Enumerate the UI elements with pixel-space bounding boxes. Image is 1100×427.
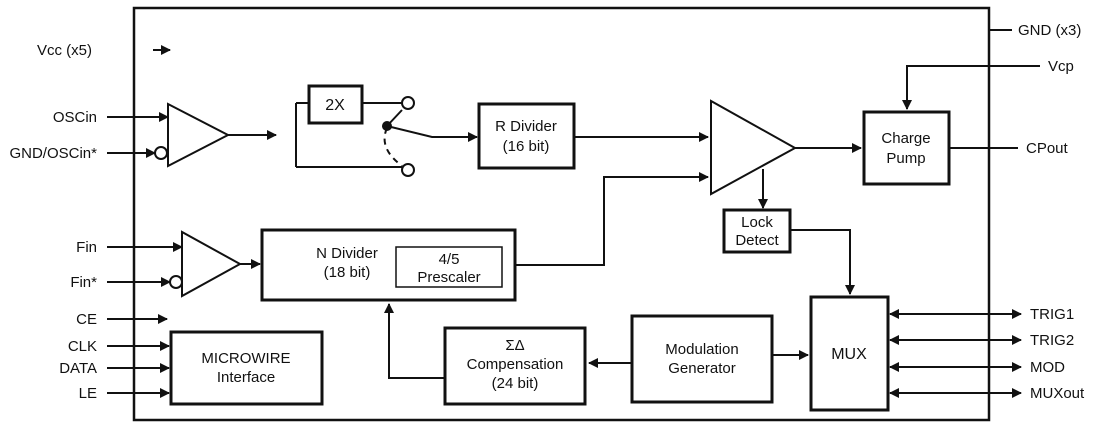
vcp-wire (902, 65, 1040, 110)
chip-outline (132, 6, 991, 422)
microwire-title: MICROWIRE (201, 350, 290, 367)
gnd-oscin-inverter-bubble (154, 146, 168, 160)
switch-terminal-top (401, 96, 415, 110)
fin-input-buffer (181, 230, 243, 298)
sigma-delta-bits: (24 bit) (492, 375, 539, 392)
pin-vcc-label: Vcc (x5) (37, 42, 92, 59)
charge-pump-block (862, 110, 951, 186)
switch-alt-position (383, 127, 403, 167)
mux-block (809, 295, 890, 412)
charge-pump-line1: Charge (881, 130, 930, 147)
sigma-delta-title: Compensation (467, 356, 564, 373)
modulation-generator-line1: Modulation (665, 341, 738, 358)
switch-terminal-bottom (401, 163, 415, 177)
osc-input-buffer (167, 102, 231, 168)
fin-n-inverter-bubble (169, 275, 183, 289)
pin-gnd-label: GND (x3) (1018, 22, 1081, 39)
doubler-block (307, 84, 364, 125)
lock-detect-to-mux-wire (790, 229, 855, 295)
pin-trig2-label: TRIG2 (1030, 332, 1074, 349)
modulation-generator-line2: Generator (668, 360, 736, 377)
pin-fin-n-label: Fin* (70, 274, 97, 291)
sigma-delta-block (443, 326, 587, 406)
r-divider-block (477, 102, 576, 170)
doubler-label: 2X (325, 97, 345, 114)
lock-detect-line1: Lock (741, 214, 773, 231)
pin-ce-label: CE (76, 311, 97, 328)
prescaler-block (395, 246, 503, 288)
r-divider-bits: (16 bit) (503, 138, 550, 155)
microwire-interface-block (169, 330, 324, 406)
pin-oscin-label: OSCin (53, 109, 97, 126)
n-divider-to-pfd-wire (515, 172, 709, 266)
switch-to-r-divider-wire (386, 125, 478, 142)
r-divider-title: R Divider (495, 118, 557, 135)
lock-detect-line2: Detect (735, 232, 779, 249)
mux-label: MUX (831, 346, 867, 363)
pin-muxout-label: MUXout (1030, 385, 1085, 402)
sigma-delta-symbol: ΣΔ (505, 337, 524, 354)
pin-mod-label: MOD (1030, 359, 1065, 376)
pin-data-label: DATA (59, 360, 97, 377)
microwire-subtitle: Interface (217, 369, 275, 386)
pin-cpout-label: CPout (1026, 140, 1069, 157)
n-divider-bits: (18 bit) (324, 264, 371, 281)
pin-clk-label: CLK (68, 338, 97, 355)
sigma-delta-to-n-divider-wire (384, 303, 445, 379)
pin-trig1-label: TRIG1 (1030, 306, 1074, 323)
charge-pump-line2: Pump (886, 150, 925, 167)
prescaler-label: Prescaler (417, 269, 480, 286)
pin-le-label: LE (79, 385, 97, 402)
prescaler-ratio: 4/5 (439, 251, 460, 268)
pin-fin-label: Fin (76, 239, 97, 256)
phase-detector (710, 99, 798, 196)
modulation-generator-block (630, 314, 774, 404)
n-divider-title: N Divider (316, 245, 378, 262)
pin-gnd-oscin-label: GND/OSCin* (9, 145, 97, 162)
pin-vcp-label: Vcp (1048, 58, 1074, 75)
